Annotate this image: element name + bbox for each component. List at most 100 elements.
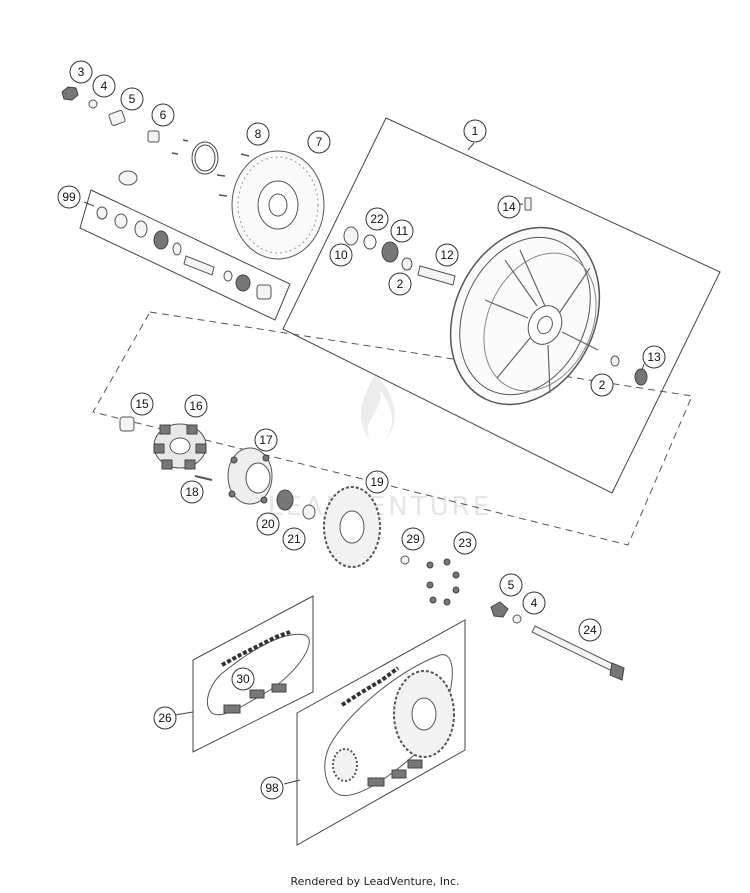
bearing-part: [343, 226, 359, 246]
svg-text:29: 29: [406, 532, 420, 546]
sprocket-carrier-part: [227, 447, 273, 505]
svg-text:1: 1: [472, 124, 479, 138]
svg-text:8: 8: [255, 127, 262, 141]
callout-14: 14: [497, 195, 521, 219]
svg-text:14: 14: [502, 200, 516, 214]
pin-part-18: [194, 475, 213, 481]
watermark: LEADVENTURE: [268, 375, 489, 522]
chain-kit-26-box: [192, 595, 314, 753]
callout-22: 22: [365, 207, 389, 231]
callout-15: 15: [130, 392, 154, 416]
svg-text:5: 5: [508, 578, 515, 592]
callout-10: 10: [329, 243, 353, 267]
svg-text:21: 21: [287, 532, 301, 546]
svg-text:3: 3: [78, 65, 85, 79]
svg-text:7: 7: [316, 135, 323, 149]
callout-2: 2: [388, 272, 412, 296]
bearing-part-20: [276, 489, 294, 511]
svg-text:20: 20: [261, 517, 275, 531]
callout-4: 4: [92, 74, 116, 98]
svg-text:10: 10: [334, 248, 348, 262]
callout-2: 2: [590, 373, 614, 397]
callout-7: 7: [307, 130, 331, 154]
callout-18: 18: [180, 480, 204, 504]
svg-text:5: 5: [129, 92, 136, 106]
rear-sprocket-part: [323, 486, 381, 568]
svg-text:98: 98: [265, 781, 279, 795]
seal-ring-part: [118, 170, 138, 186]
callout-30: 30: [231, 667, 255, 691]
kit-99-box: [79, 189, 291, 321]
svg-text:2: 2: [397, 277, 404, 291]
washer-part-29: [400, 555, 410, 565]
callout-5: 5: [120, 87, 144, 111]
svg-text:23: 23: [458, 536, 472, 550]
abs-ring-part: [191, 141, 219, 175]
chain-kit-26-part: [206, 630, 310, 716]
callout-98: 98: [260, 776, 284, 800]
seal-part-13: [634, 368, 648, 386]
chain-kit-98-box: [296, 619, 466, 846]
callout-12: 12: [435, 243, 459, 267]
callout-99: 99: [57, 185, 81, 209]
callout-3: 3: [69, 60, 93, 84]
rear-wheel-part: [449, 226, 601, 406]
footer-credit: Rendered by LeadVenture, Inc.: [290, 875, 460, 888]
svg-text:4: 4: [101, 79, 108, 93]
svg-text:18: 18: [185, 485, 199, 499]
distance-sleeve-part: [417, 265, 456, 286]
kit-99-parts: [96, 206, 272, 300]
svg-text:12: 12: [440, 248, 454, 262]
svg-text:2: 2: [599, 378, 606, 392]
callout-13: 13: [642, 345, 666, 369]
callout-21: 21: [282, 527, 306, 551]
sprocket-nuts-part: [426, 558, 460, 606]
cush-drive-rubber-part: [153, 423, 207, 470]
washer-part: [88, 99, 98, 109]
callout-6: 6: [151, 103, 175, 127]
circlip-part: [363, 234, 377, 250]
svg-text:24: 24: [583, 623, 597, 637]
spacer-part-2: [401, 257, 413, 271]
svg-text:4: 4: [531, 596, 538, 610]
spacer-part-21: [302, 504, 316, 520]
svg-text:15: 15: [135, 397, 149, 411]
brake-disc-part: [231, 150, 325, 260]
spacer-part: [147, 130, 160, 143]
callout-5: 5: [499, 573, 523, 597]
chain-adjuster-part-right: [490, 601, 509, 618]
svg-text:22: 22: [370, 212, 384, 226]
callout-17: 17: [254, 428, 278, 452]
axle-part: [531, 625, 625, 681]
chain-kit-98-part: [324, 654, 455, 797]
callout-23: 23: [453, 531, 477, 555]
valve-part: [524, 197, 532, 211]
callout-26: 26: [153, 706, 177, 730]
spacer-part-right: [610, 355, 620, 367]
callout-19: 19: [365, 470, 389, 494]
svg-text:17: 17: [259, 433, 273, 447]
svg-text:19: 19: [370, 475, 384, 489]
bushing-part-15: [119, 416, 135, 432]
callout-16: 16: [184, 394, 208, 418]
svg-text:13: 13: [647, 350, 661, 364]
chain-adjuster-part: [108, 110, 126, 126]
callout-24: 24: [578, 618, 602, 642]
axle-nut-part: [61, 86, 79, 101]
callout-20: 20: [256, 512, 280, 536]
svg-text:16: 16: [189, 399, 203, 413]
callout-1: 1: [463, 119, 487, 143]
callout-29: 29: [401, 527, 425, 551]
svg-text:30: 30: [236, 672, 250, 686]
callout-8: 8: [246, 122, 270, 146]
svg-text:11: 11: [396, 224, 409, 238]
svg-text:6: 6: [160, 108, 167, 122]
wheel-assembly-box: [282, 117, 721, 494]
bearing-part-11: [381, 241, 399, 263]
callout-11: 11: [390, 219, 414, 243]
svg-text:26: 26: [158, 711, 172, 725]
washer-part-right: [512, 614, 522, 624]
svg-text:99: 99: [62, 190, 76, 204]
callout-4: 4: [522, 591, 546, 615]
